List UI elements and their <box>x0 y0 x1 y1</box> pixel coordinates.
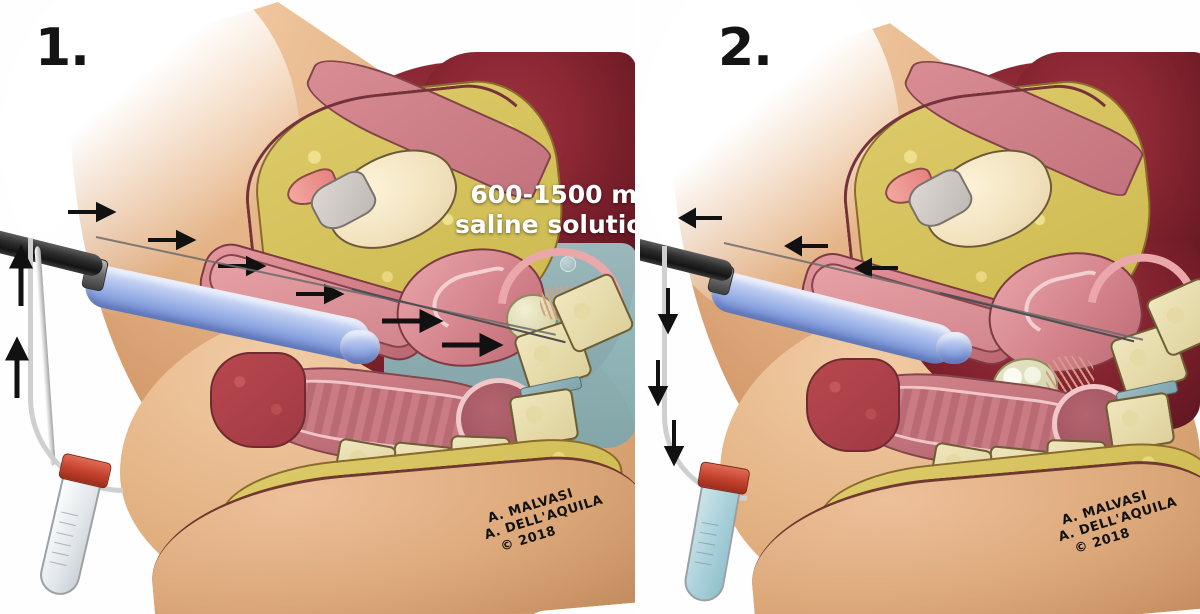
saline-volume-line1: 600-1500 ml <box>470 180 636 209</box>
balloon-probe-tip <box>340 330 380 364</box>
flow-arrow-out <box>854 257 898 279</box>
flow-arrow-out <box>784 235 828 257</box>
flow-arrow-down <box>663 420 685 467</box>
flow-arrow-out <box>678 207 722 229</box>
flow-arrow-in <box>296 283 345 305</box>
panel-number-1: 1. <box>35 18 90 78</box>
panel-divider <box>635 0 640 614</box>
panel-number-2: 2. <box>718 18 773 78</box>
flow-arrow-in <box>442 332 504 358</box>
flow-arrow-down <box>647 360 669 407</box>
flow-arrow-in <box>382 308 444 334</box>
flow-arrow-up <box>4 336 30 398</box>
balloon-probe-tip <box>936 332 972 364</box>
flow-arrow-up <box>8 244 34 306</box>
uterosacral-vessel-bed <box>210 352 306 448</box>
saline-volume-label: 600-1500 ml saline solution <box>455 180 636 239</box>
panel-drainage-step: A. MALVASI A. DELL'AQUILA © 2018 2. <box>640 0 1200 614</box>
flow-arrow-in <box>68 201 117 223</box>
panel-infusion-step: 600-1500 ml saline solution A. MALVASI A… <box>0 0 636 614</box>
flow-arrow-down <box>657 288 679 335</box>
saline-volume-line2: saline solution <box>455 209 636 239</box>
uterosacral-vessel-bed <box>806 358 900 452</box>
collection-vial <box>36 452 113 599</box>
flow-arrow-in <box>148 229 197 251</box>
collection-vial <box>681 460 751 605</box>
saline-bubble <box>560 256 576 272</box>
